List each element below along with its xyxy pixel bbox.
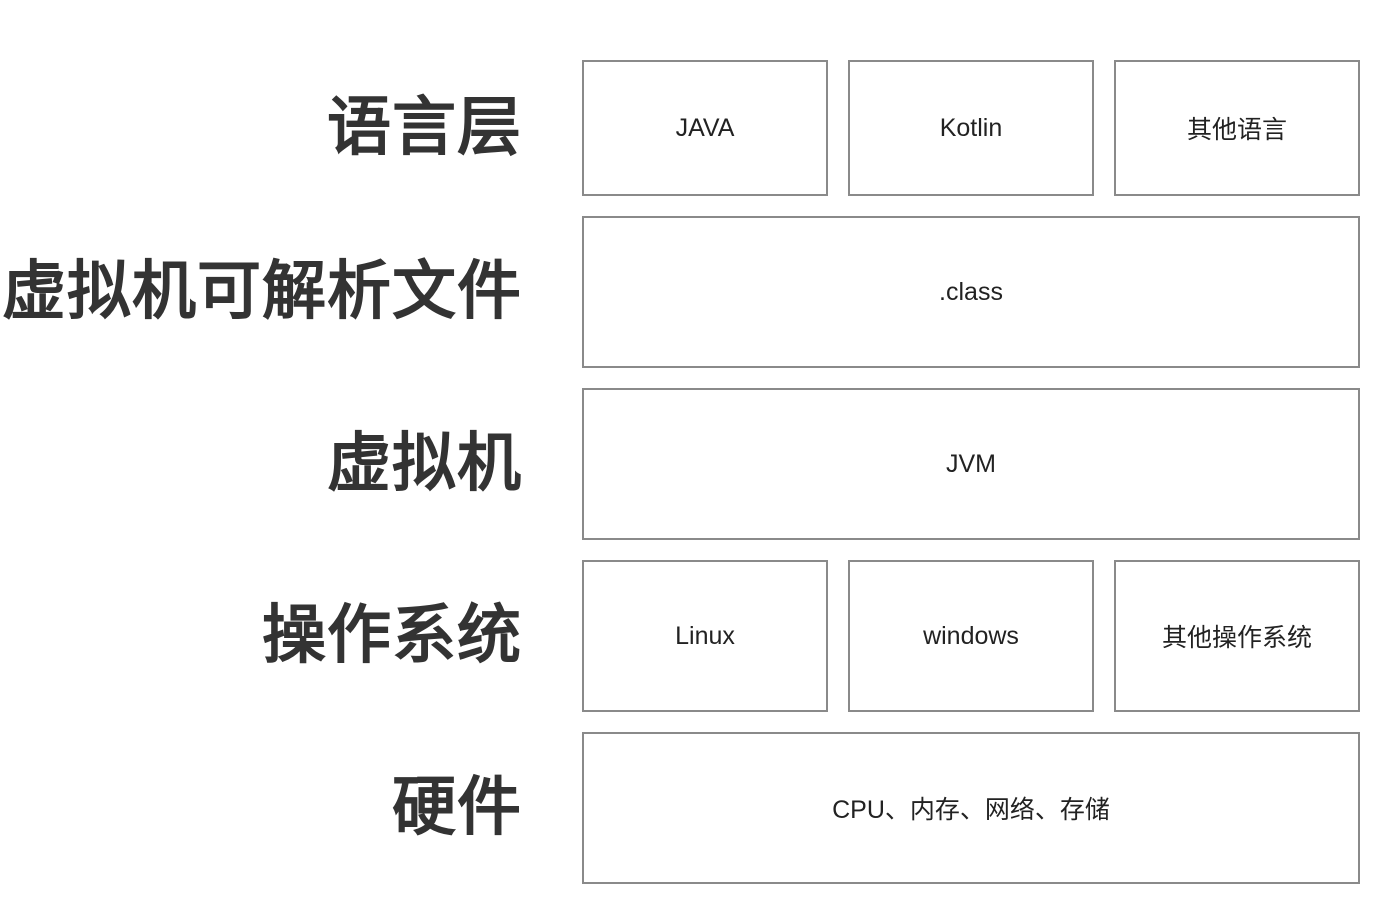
layer-label-vm: 虚拟机 bbox=[327, 427, 522, 501]
layer-label-vm-parsable-file: 虚拟机可解析文件 bbox=[2, 255, 522, 329]
box-java: JAVA bbox=[582, 60, 828, 196]
box-hardware: CPU、内存、网络、存储 bbox=[582, 732, 1360, 884]
layer-label-language: 语言层 bbox=[327, 91, 522, 165]
box-jvm: JVM bbox=[582, 388, 1360, 540]
box-other-os: 其他操作系统 bbox=[1114, 560, 1360, 712]
layer-label-hardware: 硬件 bbox=[392, 771, 522, 845]
box-kotlin: Kotlin bbox=[848, 60, 1094, 196]
layer-label-os: 操作系统 bbox=[262, 599, 522, 673]
box-class-file: .class bbox=[582, 216, 1360, 368]
box-windows: windows bbox=[848, 560, 1094, 712]
box-linux: Linux bbox=[582, 560, 828, 712]
box-other-languages: 其他语言 bbox=[1114, 60, 1360, 196]
